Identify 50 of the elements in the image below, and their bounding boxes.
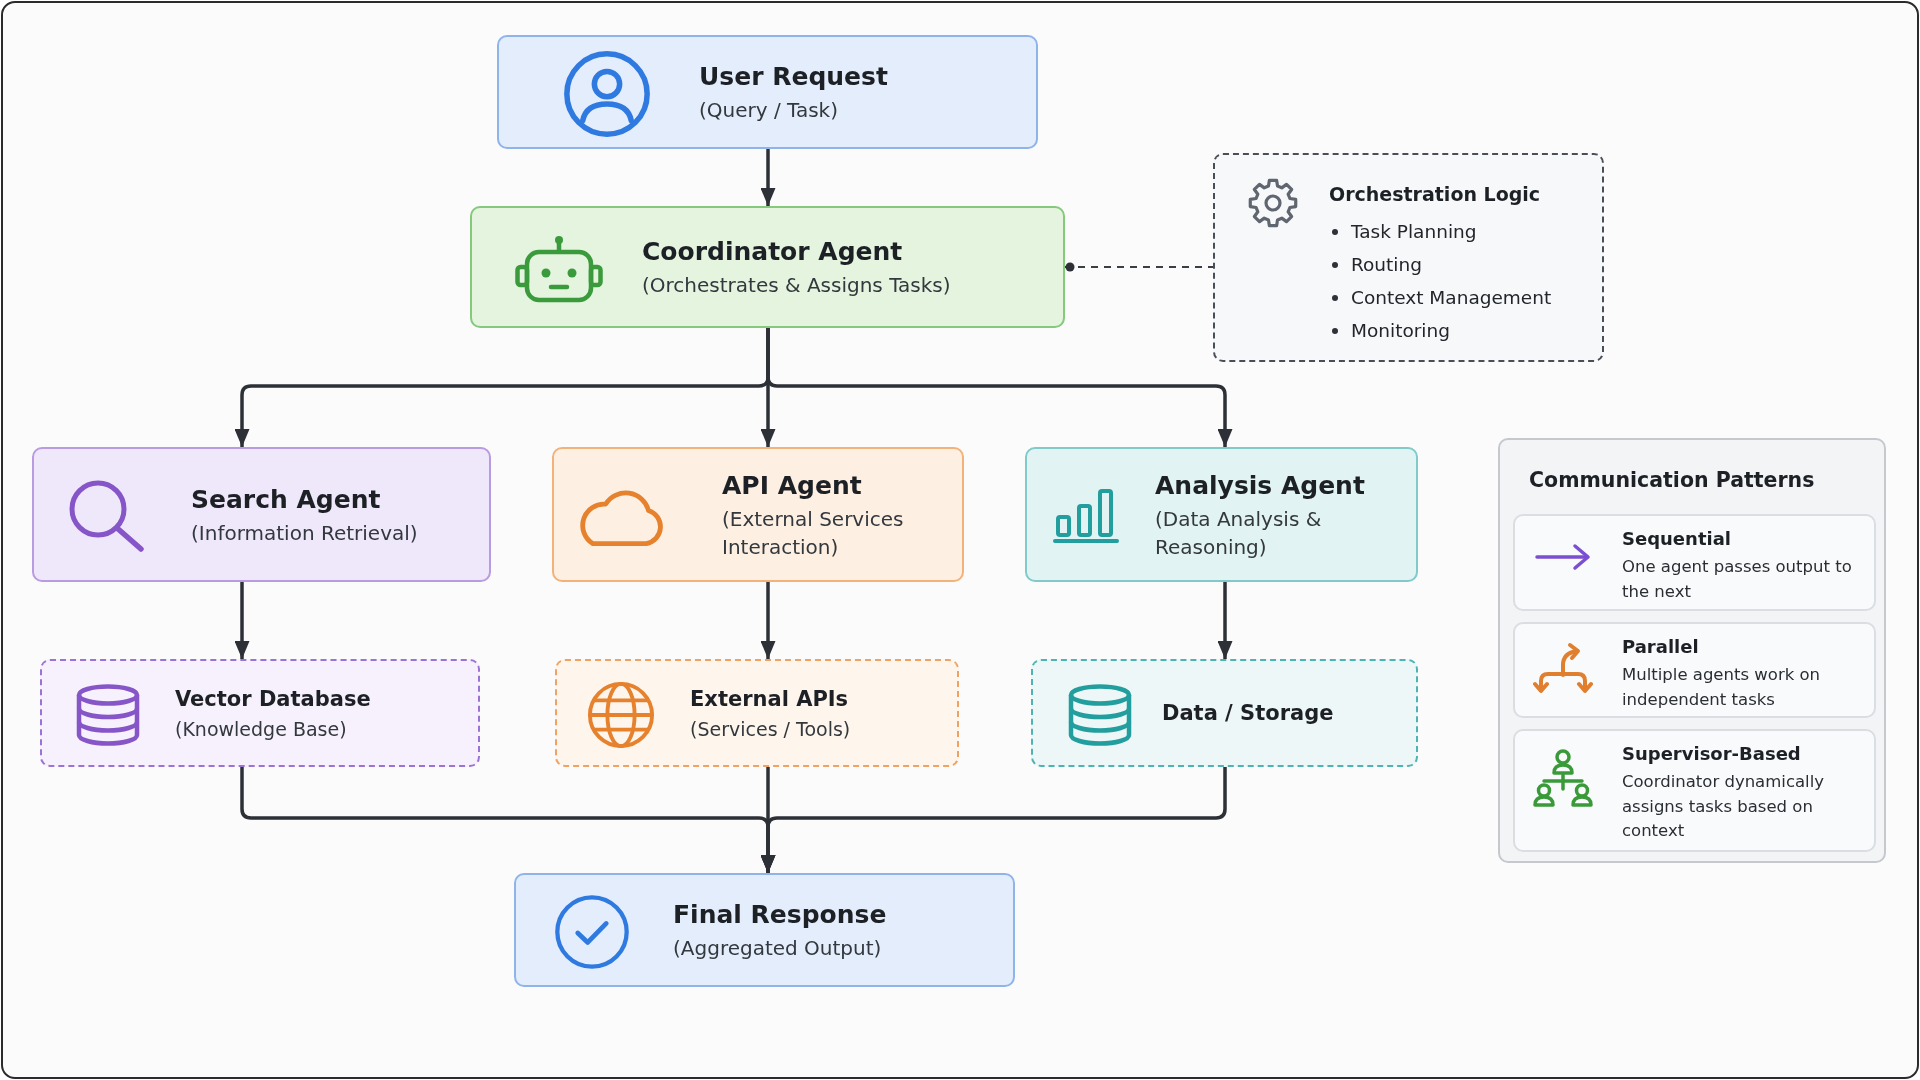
- legend-panel: [1498, 438, 1886, 863]
- list-item: Context Management: [1351, 285, 1552, 310]
- pattern-title: Supervisor-Based: [1622, 742, 1802, 766]
- process-box: [514, 873, 1015, 987]
- dashed-box: [1213, 153, 1604, 362]
- node-title: Data / Storage: [1162, 700, 1335, 727]
- node-title: Vector Database: [175, 685, 372, 713]
- arrow: [760, 149, 776, 206]
- node-subtitle: (Services / Tools): [690, 716, 852, 742]
- node-title: Search Agent: [191, 483, 382, 516]
- pattern-title: Sequential: [1622, 527, 1732, 551]
- node-subtitle: (Information Retrieval): [191, 519, 419, 547]
- arrow: [234, 582, 250, 659]
- node-subtitle: (External Services Interaction): [722, 505, 905, 561]
- pattern-card: [1513, 622, 1876, 718]
- dashed-box: [555, 659, 959, 767]
- pattern-description: Coordinator dynamically assigns tasks based on context: [1622, 771, 1825, 842]
- node-title: API Agent: [722, 469, 863, 502]
- box-heading: Orchestration Logic: [1329, 182, 1542, 207]
- process-box: [470, 206, 1065, 328]
- pattern-card: [1513, 514, 1876, 611]
- pattern-card: [1513, 729, 1876, 852]
- process-box: [1025, 447, 1418, 582]
- node-subtitle: (Aggregated Output): [673, 935, 883, 962]
- dashed-box: [1031, 659, 1418, 767]
- node-subtitle: (Query / Task): [699, 97, 839, 124]
- arrow: [760, 582, 776, 659]
- pattern-description: One agent passes output to the next: [1622, 556, 1853, 603]
- node-title: Analysis Agent: [1155, 469, 1366, 502]
- node-title: User Request: [699, 61, 889, 93]
- list-item: Task Planning: [1351, 219, 1477, 244]
- arrow: [760, 767, 1227, 873]
- node-subtitle: (Knowledge Base): [175, 716, 348, 742]
- arrow: [766, 328, 1233, 447]
- list-item: Routing: [1351, 252, 1422, 277]
- node-subtitle: (Orchestrates & Assigns Tasks): [642, 272, 952, 299]
- list-item: Monitoring: [1351, 318, 1450, 343]
- process-box: [497, 35, 1038, 149]
- panel-heading: Communication Patterns: [1529, 467, 1816, 494]
- node-subtitle: (Data Analysis & Reasoning): [1155, 505, 1323, 561]
- dashed-connector: [1065, 262, 1213, 272]
- arrow: [1217, 582, 1233, 659]
- pattern-description: Multiple agents work on independent tasks: [1622, 664, 1822, 711]
- process-box: [552, 447, 964, 582]
- dashed-box: [40, 659, 480, 767]
- node-title: Coordinator Agent: [642, 236, 904, 268]
- node-title: External APIs: [690, 685, 850, 713]
- node-title: Final Response: [673, 899, 888, 931]
- pattern-title: Parallel: [1622, 635, 1700, 659]
- process-box: [32, 447, 491, 582]
